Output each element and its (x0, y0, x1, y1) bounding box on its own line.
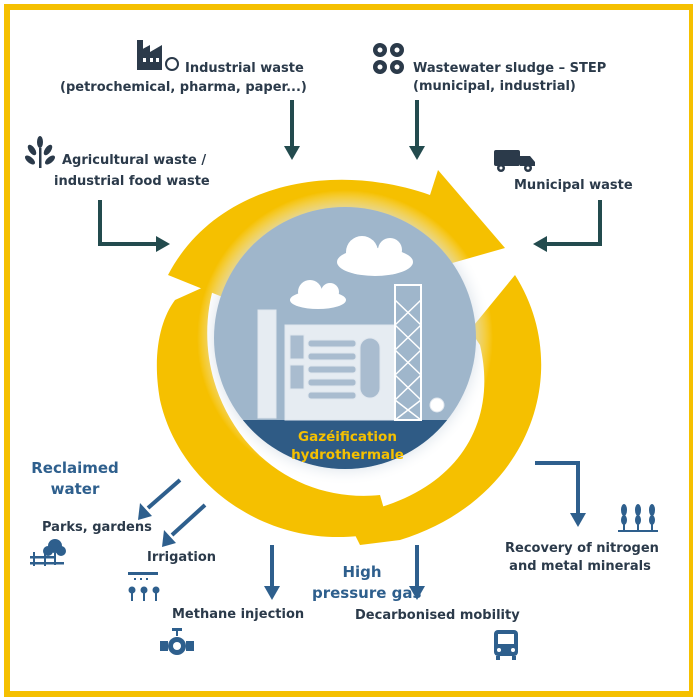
sludge-sub: (municipal, industrial) (413, 79, 576, 94)
irrigation-label: Irrigation (147, 550, 217, 565)
minerals-label: Recovery of nitrogen and metal minerals (505, 540, 659, 576)
crops-icon (618, 504, 658, 532)
gas-line1: High (342, 563, 382, 581)
mobility-label: Decarbonised mobility (355, 608, 520, 623)
wheat-icon (25, 136, 55, 168)
sludge-label: Wastewater sludge – STEP (municipal, ind… (413, 60, 606, 96)
reclaimed-water-line1: Reclaimed (31, 459, 119, 477)
industrial-waste-label: Industrial waste (183, 60, 304, 78)
park-icon (30, 539, 66, 566)
agricultural-label-1: Agricultural waste / (62, 153, 207, 168)
factory-icon (137, 40, 179, 71)
bus-icon (494, 630, 518, 660)
municipal-label: Municipal waste (514, 178, 633, 193)
output-arrows (138, 461, 586, 600)
cycle-arrow-left (156, 282, 390, 538)
minerals-line2: and metal minerals (509, 559, 651, 574)
center-label: Gazéification hydrothermale (265, 428, 430, 464)
industrial-waste-sub: (petrochemical, pharma, paper...) (60, 80, 307, 95)
input-arrows (98, 100, 602, 252)
methane-label: Methane injection (172, 607, 305, 622)
reclaimed-water-line2: water (50, 480, 100, 498)
minerals-line1: Recovery of nitrogen (505, 541, 659, 556)
agricultural-label-2: industrial food waste (54, 174, 210, 189)
industrial-waste-title: Industrial waste (185, 61, 304, 76)
reclaimed-water-label: Reclaimed water (30, 458, 120, 500)
center-label-line2: hydrothermale (291, 447, 404, 463)
center-label-line1: Gazéification (298, 429, 397, 445)
sludge-title: Wastewater sludge – STEP (413, 61, 607, 76)
frame-border (4, 4, 693, 697)
sprinkler-icon (128, 572, 160, 601)
garbage-truck-icon (494, 150, 535, 172)
gas-label: High pressure gas (312, 562, 422, 604)
parks-label: Parks, gardens (42, 520, 152, 535)
valve-icon (160, 628, 194, 655)
gas-line2: pressure gas (312, 584, 422, 602)
treatment-plant-icon (373, 43, 404, 74)
